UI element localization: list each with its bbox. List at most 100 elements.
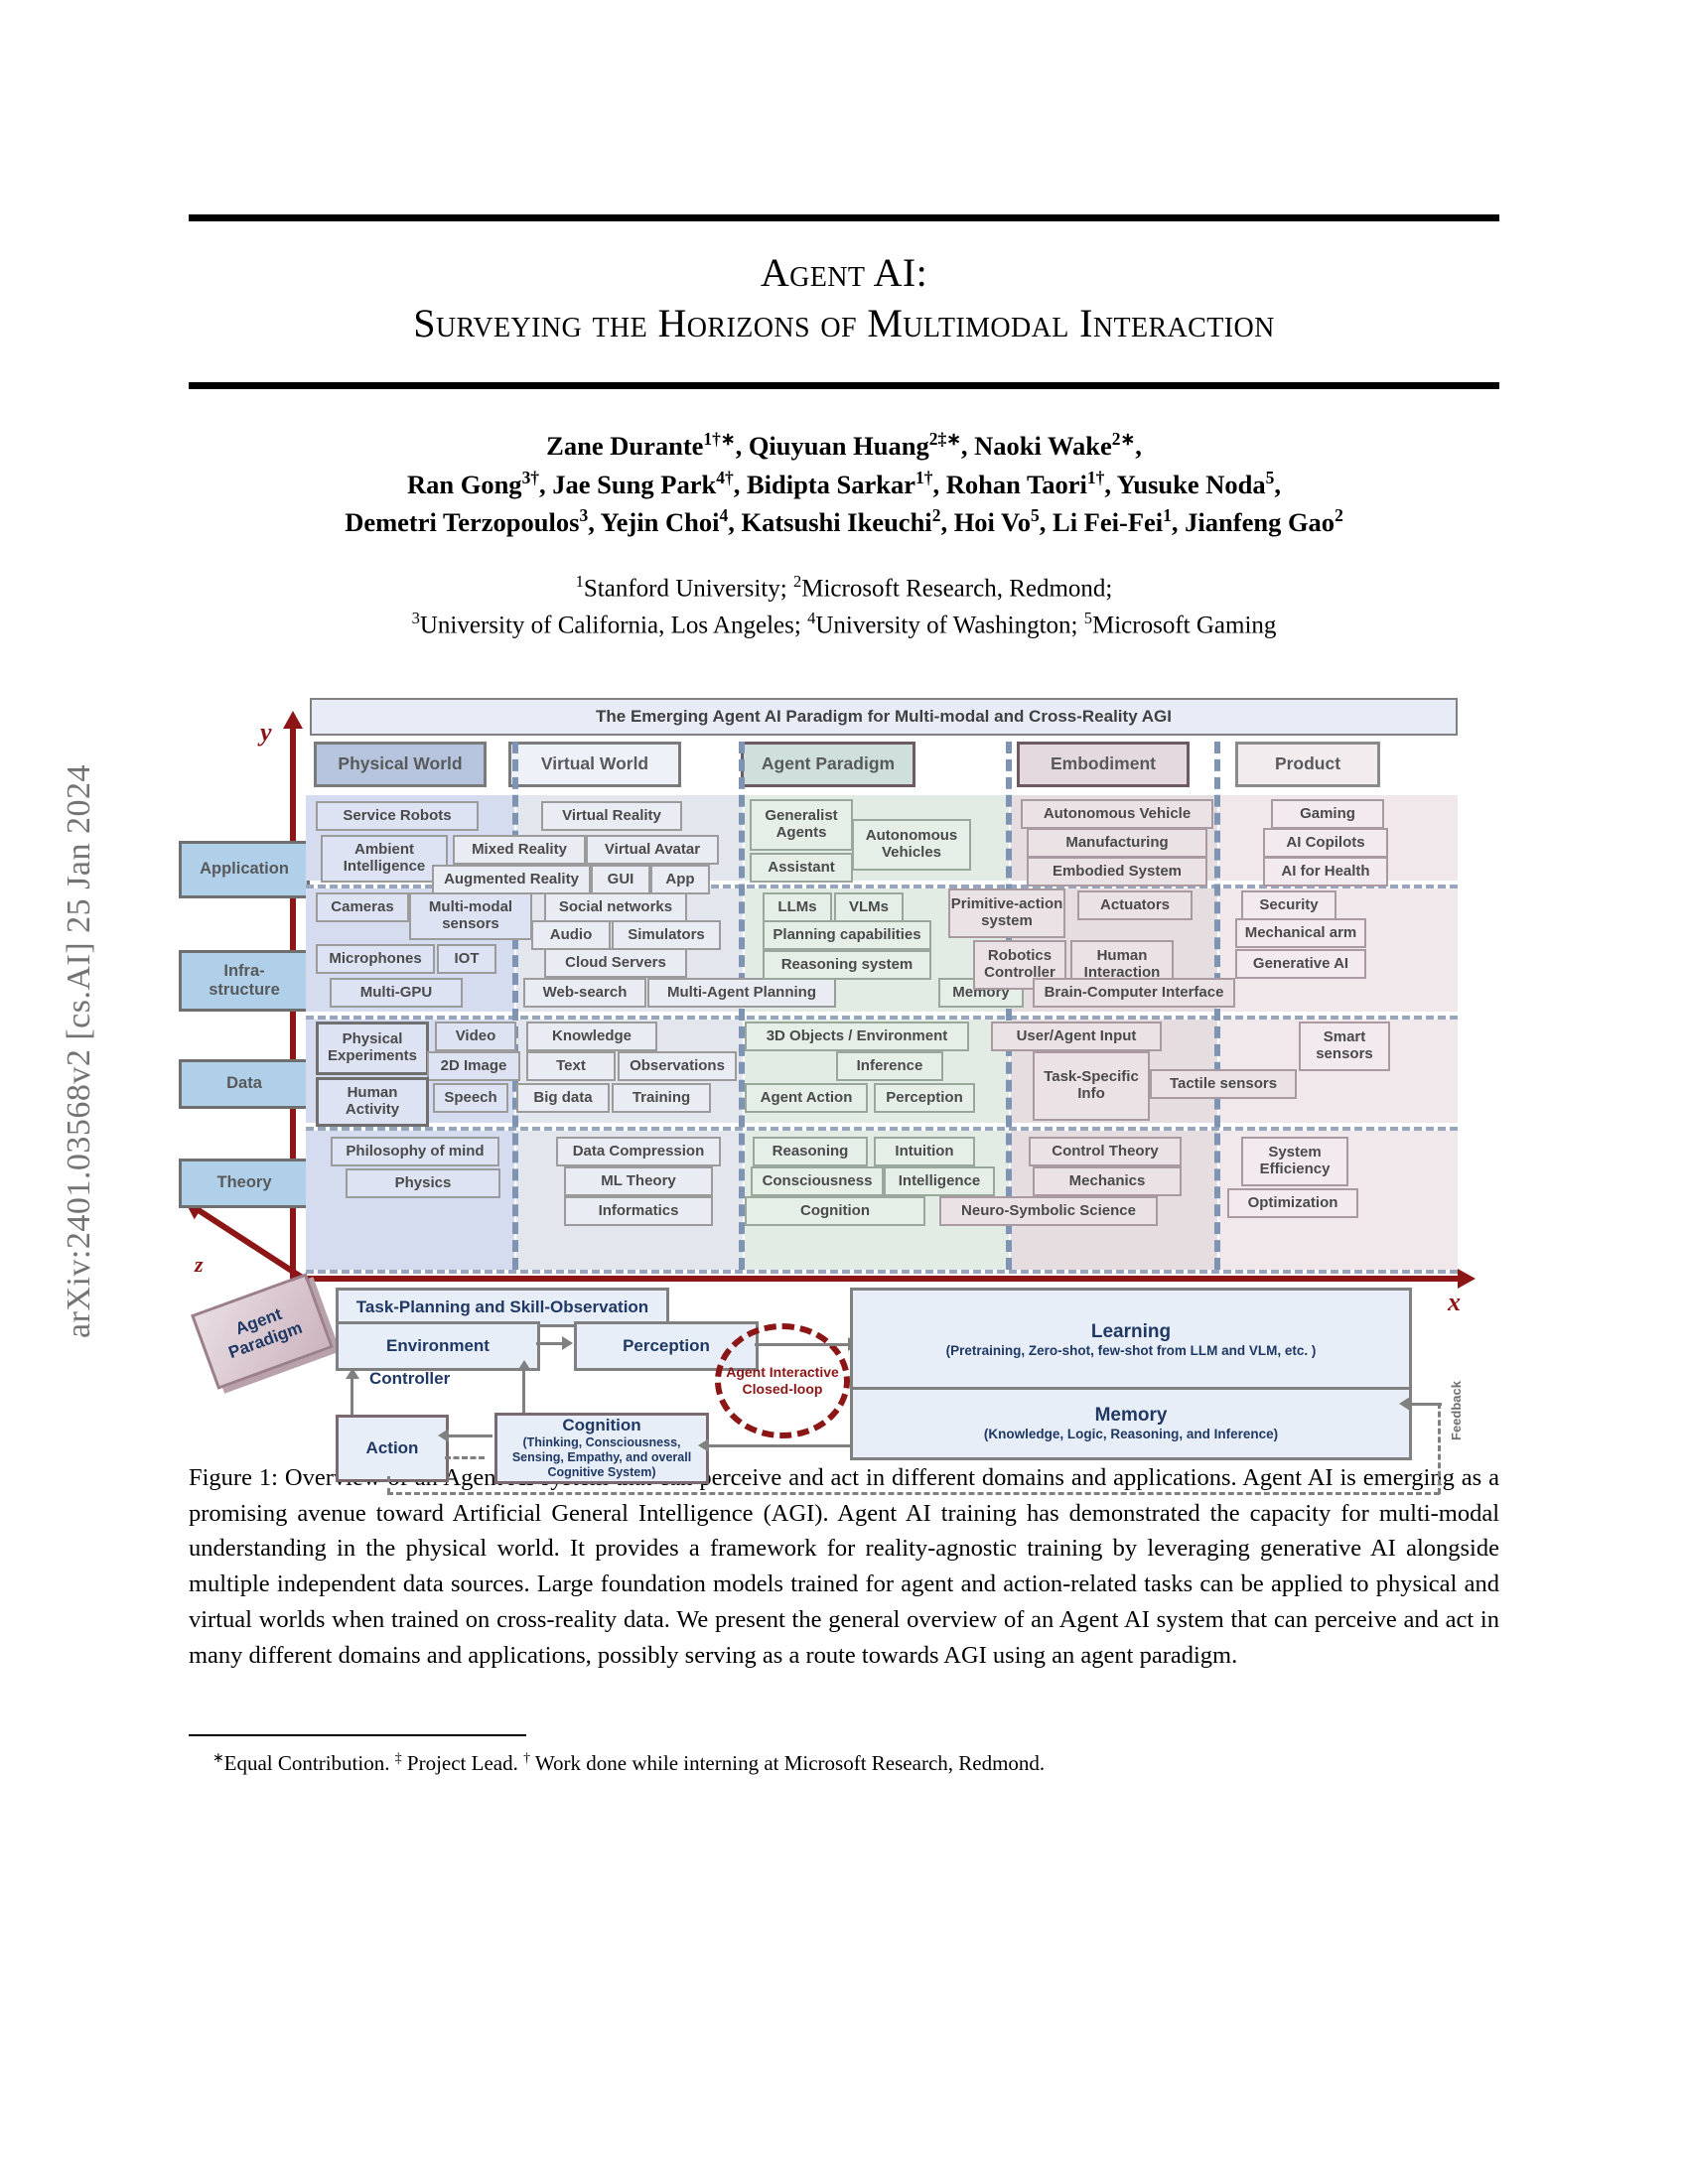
cell-data-virtual-3[interactable]: Big data bbox=[516, 1082, 610, 1113]
cell-application-product-1[interactable]: AI Copilots bbox=[1263, 827, 1388, 858]
affiliation-line-2: 3University of California, Los Angeles; … bbox=[411, 609, 1277, 639]
cell-application-product-0[interactable]: Gaming bbox=[1271, 798, 1384, 829]
cell-infrastructure-agent-0[interactable]: LLMs bbox=[763, 891, 832, 922]
cell-data-embodiment-0[interactable]: User/Agent Input bbox=[991, 1021, 1162, 1051]
cell-theory-agent-0[interactable]: Reasoning bbox=[753, 1136, 868, 1166]
cell-application-physical-1[interactable]: Ambient Intelligence bbox=[321, 834, 448, 883]
cell-application-virtual-1[interactable]: Mixed Reality bbox=[453, 834, 586, 865]
cell-theory-embodiment-0[interactable]: Control Theory bbox=[1029, 1136, 1182, 1166]
cell-data-agent-3[interactable]: Perception bbox=[874, 1082, 975, 1113]
agent-paradigm-3d-tile[interactable]: Agent Paradigm bbox=[191, 1273, 334, 1390]
dash-action-down bbox=[387, 1475, 390, 1494]
cell-application-virtual-0[interactable]: Virtual Reality bbox=[541, 800, 682, 831]
row-label-data[interactable]: Data bbox=[179, 1058, 310, 1109]
cell-data-agent-2[interactable]: Agent Action bbox=[745, 1082, 868, 1113]
cell-application-embodiment-0[interactable]: Autonomous Vehicle bbox=[1021, 798, 1213, 829]
cell-infrastructure-product-0[interactable]: Security bbox=[1241, 889, 1336, 920]
arrow-perception-to-learning bbox=[755, 1337, 859, 1352]
cell-infrastructure-product-2[interactable]: Generative AI bbox=[1235, 948, 1366, 979]
row-label-infrastructure[interactable]: Infra-structure bbox=[179, 949, 310, 1012]
cell-data-agent-1[interactable]: Inference bbox=[836, 1050, 943, 1081]
cell-theory-virtual-0[interactable]: Data Compression bbox=[556, 1136, 721, 1166]
cell-application-virtual-2[interactable]: Virtual Avatar bbox=[586, 834, 719, 865]
flow-task-planning[interactable]: Task-Planning and Skill-Observation bbox=[336, 1287, 669, 1327]
cell-data-physical-3[interactable]: Human Activity bbox=[316, 1076, 429, 1127]
cell-theory-embodiment-1[interactable]: Mechanics bbox=[1033, 1165, 1182, 1196]
cell-theory-product-1[interactable]: Optimization bbox=[1227, 1187, 1358, 1218]
cell-infrastructure-physical-0[interactable]: Cameras bbox=[316, 891, 409, 922]
cell-theory-product-0[interactable]: System Efficiency bbox=[1241, 1136, 1348, 1186]
flow-environment[interactable]: Environment bbox=[336, 1320, 540, 1371]
cell-data-physical-4[interactable]: Speech bbox=[433, 1082, 508, 1113]
cell-data-virtual-0[interactable]: Knowledge bbox=[526, 1021, 657, 1051]
row-label-application[interactable]: Application bbox=[179, 840, 310, 898]
cell-application-virtual-5[interactable]: App bbox=[650, 864, 710, 894]
cell-theory-agent-4[interactable]: Cognition bbox=[745, 1195, 925, 1226]
dash-action-to-cognition bbox=[445, 1455, 485, 1459]
cell-data-virtual-2[interactable]: Observations bbox=[618, 1050, 737, 1081]
cell-application-embodiment-1[interactable]: Manufacturing bbox=[1027, 827, 1207, 858]
cell-infrastructure-physical-4[interactable]: Multi-GPU bbox=[330, 977, 463, 1008]
column-header-agent-paradigm[interactable]: Agent Paradigm bbox=[741, 741, 915, 787]
cell-theory-agent-2[interactable]: Consciousness bbox=[751, 1165, 884, 1196]
cell-application-agent-0[interactable]: Generalist Agents bbox=[750, 798, 853, 851]
cell-application-agent-1[interactable]: Autonomous Vehicles bbox=[852, 818, 971, 871]
cell-infrastructure-virtual-1[interactable]: Audio bbox=[531, 919, 611, 950]
cell-infrastructure-virtual-2[interactable]: Simulators bbox=[612, 919, 721, 950]
cell-application-virtual-4[interactable]: GUI bbox=[591, 864, 650, 894]
cell-application-agent-2[interactable]: Assistant bbox=[750, 852, 853, 883]
cell-infrastructure-virtual-0[interactable]: Social networks bbox=[544, 891, 687, 922]
cell-infrastructure-virtual-3[interactable]: Cloud Servers bbox=[544, 947, 687, 978]
cell-data-physical-1[interactable]: Video bbox=[435, 1021, 516, 1051]
cell-application-physical-0[interactable]: Service Robots bbox=[316, 800, 479, 831]
cell-theory-physical-1[interactable]: Physics bbox=[346, 1167, 500, 1198]
cell-theory-physical-0[interactable]: Philosophy of mind bbox=[331, 1136, 499, 1166]
flow-action[interactable]: Action bbox=[336, 1414, 449, 1482]
cell-data-embodiment-1[interactable]: Task-Specific Info bbox=[1033, 1050, 1150, 1121]
cell-infrastructure-virtual-5[interactable]: Multi-Agent Planning bbox=[647, 977, 836, 1008]
cell-data-agent-0[interactable]: 3D Objects / Environment bbox=[745, 1021, 969, 1051]
cell-data-physical-0[interactable]: Physical Experiments bbox=[316, 1021, 429, 1075]
flow-cognition[interactable]: Cognition (Thinking, Consciousness, Sens… bbox=[494, 1412, 709, 1484]
cell-infrastructure-agent-3[interactable]: Reasoning system bbox=[763, 949, 931, 980]
cell-data-product-0[interactable]: Smart sensors bbox=[1299, 1021, 1390, 1071]
cell-theory-agent-3[interactable]: Intelligence bbox=[884, 1165, 995, 1196]
cell-application-embodiment-2[interactable]: Embodied System bbox=[1027, 856, 1207, 887]
cell-infrastructure-physical-2[interactable]: Microphones bbox=[316, 943, 435, 974]
row-separator-2 bbox=[306, 1015, 1458, 1020]
cell-theory-virtual-1[interactable]: ML Theory bbox=[564, 1165, 713, 1196]
cell-infrastructure-agent-2[interactable]: Planning capabilities bbox=[763, 919, 931, 950]
cell-data-physical-2[interactable]: 2D Image bbox=[427, 1050, 520, 1081]
flow-memory[interactable]: Memory (Knowledge, Logic, Reasoning, and… bbox=[850, 1386, 1412, 1460]
column-header-product[interactable]: Product bbox=[1235, 741, 1380, 787]
arxiv-stamp: arXiv:2401.03568v2 [cs.AI] 25 Jan 2024 bbox=[61, 763, 97, 1339]
cell-infrastructure-embodiment-0[interactable]: Primitive-action system bbox=[948, 887, 1065, 938]
cell-infrastructure-product-1[interactable]: Mechanical arm bbox=[1235, 917, 1366, 948]
cell-infrastructure-embodiment-3[interactable]: Human Interaction bbox=[1070, 939, 1174, 990]
cell-application-product-2[interactable]: AI for Health bbox=[1263, 856, 1388, 887]
x-axis-label: x bbox=[1448, 1287, 1461, 1316]
column-header-virtual-world[interactable]: Virtual World bbox=[508, 741, 681, 787]
author-line-3: Demetri Terzopoulos3, Yejin Choi4, Katsu… bbox=[345, 505, 1343, 538]
flow-learning[interactable]: Learning (Pretraining, Zero-shot, few-sh… bbox=[850, 1287, 1412, 1393]
cell-application-virtual-3[interactable]: Augmented Reality bbox=[432, 864, 591, 894]
figure-caption: Figure 1: Overview of an Agent AI system… bbox=[189, 1463, 1499, 1669]
cell-theory-virtual-2[interactable]: Informatics bbox=[564, 1195, 713, 1226]
cell-infrastructure-embodiment-1[interactable]: Actuators bbox=[1077, 889, 1193, 920]
cell-infrastructure-physical-3[interactable]: IOT bbox=[437, 943, 496, 974]
cell-infrastructure-agent-1[interactable]: VLMs bbox=[834, 891, 904, 922]
row-label-theory[interactable]: Theory bbox=[179, 1158, 310, 1208]
cell-infrastructure-virtual-4[interactable]: Web-search bbox=[523, 977, 646, 1008]
cell-infrastructure-physical-1[interactable]: Multi-modal sensors bbox=[409, 891, 532, 940]
cell-infrastructure-embodiment-4[interactable]: Brain-Computer Interface bbox=[1033, 977, 1235, 1008]
cell-theory-embodiment-2[interactable]: Neuro-Symbolic Science bbox=[939, 1195, 1158, 1226]
cell-theory-agent-1[interactable]: Intuition bbox=[874, 1136, 975, 1166]
cell-data-virtual-1[interactable]: Text bbox=[526, 1050, 616, 1081]
column-header-physical-world[interactable]: Physical World bbox=[314, 741, 487, 787]
cell-data-virtual-4[interactable]: Training bbox=[612, 1082, 711, 1113]
z-axis-label: z bbox=[195, 1251, 204, 1277]
cell-data-embodiment-2[interactable]: Tactile sensors bbox=[1150, 1068, 1297, 1099]
row-separator-3 bbox=[306, 1126, 1458, 1131]
column-header-embodiment[interactable]: Embodiment bbox=[1017, 741, 1190, 787]
arrow-cognition-to-environment bbox=[516, 1359, 531, 1415]
